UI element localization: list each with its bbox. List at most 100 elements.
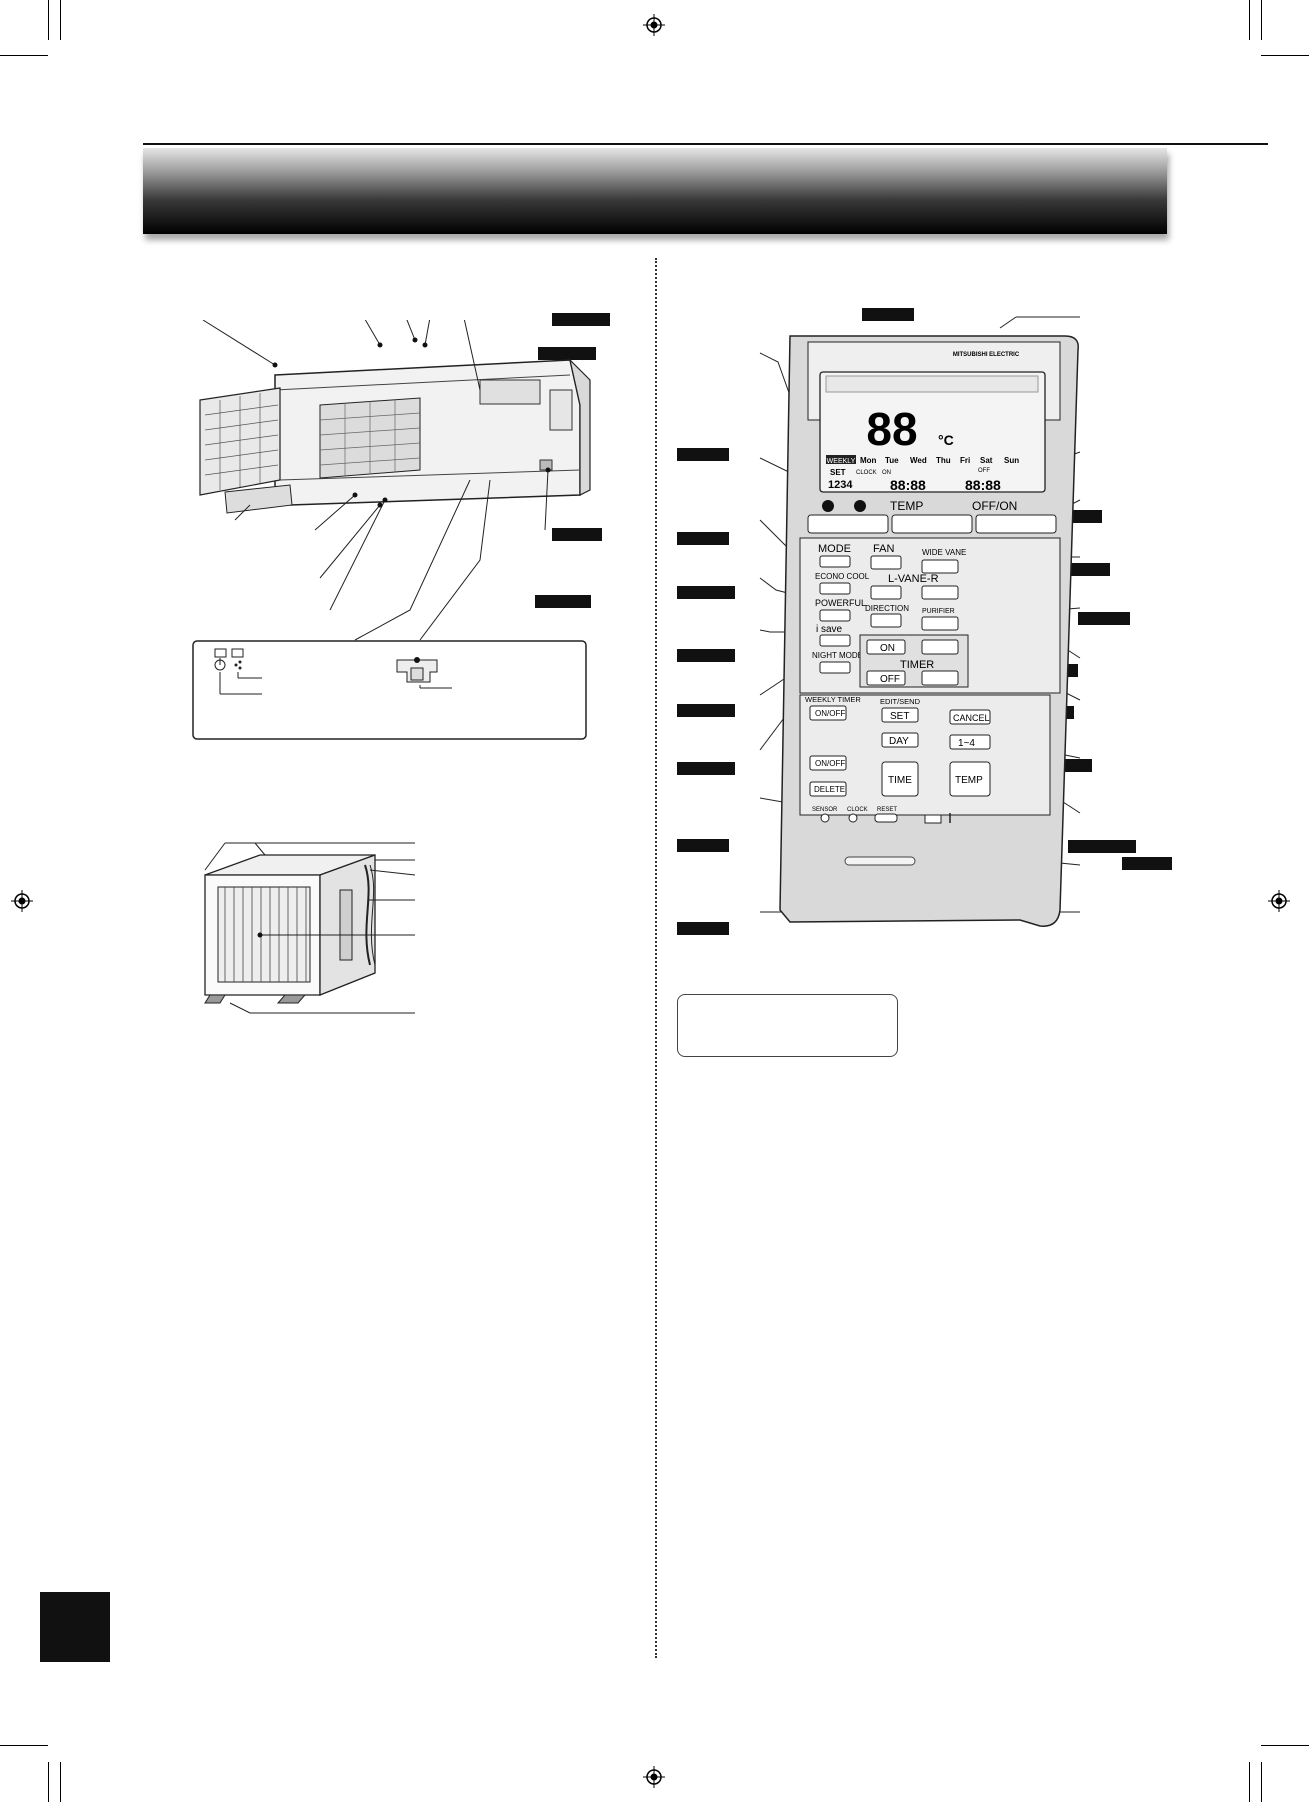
purifier-button[interactable]: [921, 616, 959, 631]
sensor-button[interactable]: [820, 813, 830, 823]
crop-mark: [1261, 0, 1262, 40]
display-day-mon: Mon: [860, 456, 877, 465]
battery-icon: [924, 814, 942, 824]
remote-control: MITSUBISHI ELECTRIC 88 °C WEEKLY Mon Tue…: [759, 316, 1081, 927]
time-button[interactable]: [881, 761, 919, 797]
weekly-timer-label: WEEKLY TIMER: [805, 695, 861, 704]
display-day-tue: Tue: [885, 456, 899, 465]
set-button[interactable]: [881, 707, 919, 723]
wide-vane-label: WIDE VANE: [922, 548, 966, 557]
display-on: ON: [882, 470, 891, 476]
i-save-label: i save: [816, 624, 843, 635]
timer-down-button[interactable]: [921, 670, 959, 686]
label-tab: [552, 313, 610, 326]
display-programs: 1234: [828, 479, 853, 491]
display-day-sat: Sat: [980, 456, 993, 465]
display-day-fri: Fri: [960, 456, 970, 465]
label-tab: [677, 649, 735, 662]
day-button[interactable]: [881, 732, 919, 748]
label-tab: [677, 762, 735, 775]
crop-mark: [1249, 0, 1250, 40]
econo-cool-button[interactable]: [819, 582, 851, 595]
display-off: OFF: [978, 468, 990, 474]
night-mode-label: NIGHT MODE: [812, 651, 863, 660]
sensor-label: SENSOR: [812, 807, 838, 813]
label-tab: [1078, 612, 1130, 625]
r-vane-button[interactable]: [921, 585, 959, 600]
timer-up-button[interactable]: [921, 639, 959, 655]
timer-on-button[interactable]: [866, 639, 906, 655]
label-tab: [862, 308, 914, 321]
label-tab: [1068, 840, 1136, 853]
timer-label: TIMER: [900, 659, 934, 671]
off-on-button[interactable]: [975, 514, 1057, 534]
mode-button[interactable]: [819, 555, 851, 568]
registration-mark-icon: [11, 890, 33, 912]
direction-label: DIRECTION: [865, 604, 909, 613]
delete-button[interactable]: [809, 781, 847, 797]
temp-label: TEMP: [890, 499, 923, 513]
one-to-four-label: 1~4: [958, 738, 975, 749]
label-tab: [552, 528, 602, 541]
crop-mark: [1261, 55, 1309, 56]
display-day-thu: Thu: [936, 456, 951, 465]
label-tab: [1122, 857, 1172, 870]
night-mode-button[interactable]: [819, 661, 851, 674]
temp-up-button[interactable]: [891, 514, 973, 534]
time-label: TIME: [888, 775, 912, 786]
registration-mark-icon: [1268, 890, 1290, 912]
clock-label: CLOCK: [847, 807, 868, 813]
header-rule: [143, 143, 1268, 145]
set-label: SET: [890, 711, 909, 722]
timer-off-button[interactable]: [866, 670, 906, 686]
temp-down-button[interactable]: [807, 514, 889, 534]
crop-mark: [1261, 1745, 1309, 1746]
day-label: DAY: [889, 736, 909, 747]
timer-off-label: OFF: [880, 674, 900, 685]
display-unit: °C: [938, 432, 954, 448]
outdoor-unit-illustration: [204, 842, 416, 1014]
purifier-label: PURIFIER: [922, 608, 955, 615]
fan-button[interactable]: [870, 555, 902, 570]
column-divider: [655, 258, 657, 1658]
powerful-button[interactable]: [819, 609, 851, 622]
clock-button[interactable]: [848, 813, 858, 823]
indoor-unit-illustration: [199, 320, 591, 641]
label-tab: [677, 704, 735, 717]
reset-button[interactable]: [874, 813, 898, 823]
powerful-label: POWERFUL: [815, 598, 866, 608]
label-tab: [677, 532, 729, 545]
one-to-four-button[interactable]: [949, 734, 991, 750]
program-on-off-button[interactable]: [809, 755, 847, 771]
crop-mark: [48, 0, 49, 40]
display-time-right: 88:88: [965, 477, 1001, 493]
mode-label: MODE: [818, 543, 851, 555]
program-on-off-label: ON/OFF: [815, 759, 845, 768]
direction-button[interactable]: [870, 613, 902, 628]
display-set: SET: [830, 468, 846, 477]
display-weekly: WEEKLY: [827, 458, 856, 465]
label-tab: [677, 922, 729, 935]
l-vane-button[interactable]: [870, 585, 902, 600]
label-tab: [677, 839, 729, 852]
brand-label: MITSUBISHI ELECTRIC: [953, 352, 1020, 358]
crop-mark: [60, 0, 61, 40]
crop-mark: [1249, 1762, 1250, 1802]
timer-on-label: ON: [880, 643, 895, 654]
crop-mark: [0, 1745, 48, 1746]
i-save-button[interactable]: [819, 634, 851, 647]
weekly-on-off-button[interactable]: [809, 705, 847, 721]
label-tab: [535, 595, 591, 608]
page-badge: [40, 1592, 110, 1662]
registration-mark-icon: [643, 14, 665, 36]
temp-small-button[interactable]: [949, 761, 991, 797]
label-tab: [538, 347, 596, 360]
off-on-label: OFF/ON: [972, 499, 1017, 513]
econo-cool-label: ECONO COOL: [815, 572, 870, 581]
wide-vane-button[interactable]: [921, 559, 959, 574]
cancel-button[interactable]: [949, 709, 991, 725]
note-box: [677, 994, 898, 1057]
display-day-wed: Wed: [910, 456, 927, 465]
edit-send-label: EDIT/SEND: [880, 697, 921, 706]
label-tab: [1060, 563, 1110, 576]
